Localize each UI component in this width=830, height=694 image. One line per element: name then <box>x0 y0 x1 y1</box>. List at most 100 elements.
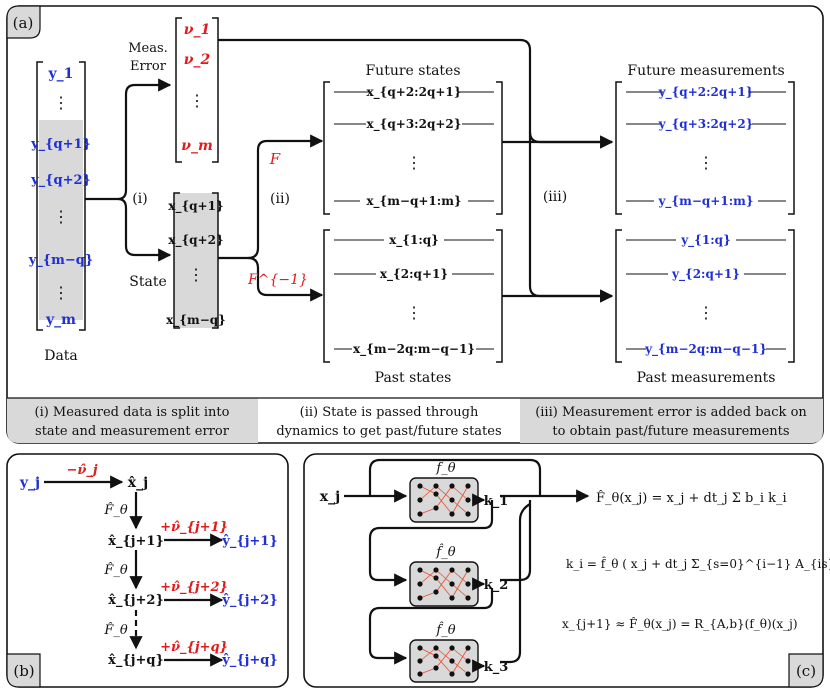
step-iii-label: (iii) <box>543 189 567 205</box>
b-F1: F̂_θ <box>103 502 128 518</box>
c-network-3: f̂_θ <box>409 621 479 683</box>
error-to-future-meas <box>528 131 614 149</box>
caption-i-line1: (i) Measured data is split into <box>35 405 230 420</box>
future-meas-2: y_{q+3:2q+2} <box>658 117 754 132</box>
past-states-matrix: x_{1:q} x_{2:q+1} ⋮ x_{m−2q:m−q−1} <box>323 229 503 363</box>
panel-b: (b) y_j −ν̂_j x̂_j F̂_θ x̂_{j+1} +ν̂_{j+… <box>6 453 289 688</box>
past-state-1: x_{1:q} <box>389 233 439 248</box>
c-k1-to-net2 <box>368 500 494 587</box>
c-fhat-2: f̂_θ <box>435 543 455 560</box>
future-state-dots: ⋮ <box>406 153 422 172</box>
c-k3-line <box>500 503 531 664</box>
b-xhat-j: x̂_j <box>128 475 148 491</box>
panel-c-tag: (c) <box>796 662 816 680</box>
b-plus-nu2: +ν̂_{j+2} <box>160 580 228 595</box>
state-vector: x_{q+1} x_{q+2} ⋮ x_{m−q} <box>166 192 226 329</box>
b-plus-nuq: +ν̂_{j+q} <box>160 640 228 655</box>
arrow-to-state <box>117 197 172 262</box>
c-bypass-xj <box>368 458 542 496</box>
panel-c: (c) x_j f̂_θ k_ <box>303 453 830 688</box>
past-state-dots: ⋮ <box>406 303 422 322</box>
past-state-2: x_{2:q+1} <box>380 267 448 282</box>
meas-label-1: Meas. <box>128 41 168 56</box>
caption-iii-line2: to obtain past/future measurements <box>552 424 789 439</box>
b-minus-nu: −ν̂_j <box>66 463 97 478</box>
future-meas-matrix: y_{q+2:2q+1} y_{q+3:2q+2} ⋮ y_{m−q+1:m} <box>615 81 795 215</box>
data-y1: y_1 <box>48 66 74 82</box>
future-meas-1: y_{q+2:2q+1} <box>658 85 754 100</box>
future-state-1: x_{q+2:2q+1} <box>367 85 462 100</box>
data-vector: y_1 ⋮ y_{q+1} y_{q+2} ⋮ y_{m−q} ⋮ y_m <box>28 61 94 331</box>
c-k1: k_1 <box>484 494 509 509</box>
data-dots-3: ⋮ <box>53 283 69 302</box>
b-xhat-j2: x̂_{j+2} <box>108 593 164 608</box>
state-xq1: x_{q+1} <box>168 199 223 214</box>
future-meas-last: y_{m−q+1:m} <box>657 194 753 209</box>
past-state-last: x_{m−2q:m−q−1} <box>353 342 475 357</box>
data-ym: y_m <box>45 312 76 328</box>
c-k2-to-net3 <box>368 588 494 665</box>
state-label: State <box>129 274 166 290</box>
c-fhat-3: f̂_θ <box>435 621 455 638</box>
c-eq1: F̂_θ(x_j) = x_j + dt_j Σ b_i k_i <box>596 490 787 506</box>
past-meas-1: y_{1:q} <box>680 233 731 248</box>
b-xhat-j1: x̂_{j+1} <box>108 534 164 549</box>
error-vector: ν_1 ν_2 ⋮ ν_m <box>175 17 219 163</box>
caption-strip: (i) Measured data is split into state an… <box>7 397 823 443</box>
future-meas-dots: ⋮ <box>698 153 714 172</box>
future-state-last: x_{m−q+1:m} <box>366 194 461 209</box>
step-i-label: (i) <box>132 191 147 207</box>
b-yhat-j2: ŷ_{j+2} <box>221 593 277 608</box>
F-label: F <box>269 150 281 168</box>
data-yq1: y_{q+1} <box>30 137 91 152</box>
b-yhat-j1: ŷ_{j+1} <box>221 534 277 549</box>
past-meas-matrix: y_{1:q} y_{2:q+1} ⋮ y_{m−2q:m−q−1} <box>615 229 795 363</box>
nu-m: ν_m <box>181 138 213 154</box>
b-yhat-jq: ŷ_{j+q} <box>221 653 277 668</box>
b-plus-nu1: +ν̂_{j+1} <box>160 520 228 535</box>
c-eq3: x_{j+1} ≈ F̂_θ(x_j) = R_{A,b}(f_θ)(x_j) <box>562 616 798 631</box>
c-fhat-1: f̂_θ <box>435 459 455 476</box>
arrow-to-error <box>85 78 172 201</box>
past-meas-label: Past measurements <box>637 370 776 386</box>
nu-1: ν_1 <box>184 22 210 38</box>
state-xmq: x_{m−q} <box>166 313 226 328</box>
data-yq2: y_{q+2} <box>30 173 91 188</box>
b-yj: y_j <box>19 475 40 491</box>
caption-ii-line2: dynamics to get past/future states <box>276 424 501 439</box>
panel-a: (a) y_1 ⋮ y_{q+1} y_{q+2} ⋮ y_{m−q} ⋮ y_… <box>6 5 824 444</box>
future-state-2: x_{q+3:2q+2} <box>367 117 462 132</box>
caption-i-line2: state and measurement error <box>35 424 230 439</box>
past-meas-last: y_{m−2q:m−q−1} <box>644 342 767 357</box>
data-dots-1: ⋮ <box>53 93 69 112</box>
future-states-label: Future states <box>365 63 460 79</box>
b-xhat-jq: x̂_{j+q} <box>108 653 164 668</box>
data-dots-2: ⋮ <box>53 207 69 226</box>
c-k3: k_3 <box>484 660 509 675</box>
step-ii-label: (ii) <box>270 191 290 207</box>
caption-iii-line1: (iii) Measurement error is added back on <box>535 405 807 420</box>
state-xq2: x_{q+2} <box>168 233 223 248</box>
c-k2: k_2 <box>484 578 509 593</box>
future-meas-label: Future measurements <box>627 63 784 79</box>
c-k2-line <box>500 500 532 582</box>
b-F3: F̂_θ <box>103 622 128 638</box>
b-F2: F̂_θ <box>103 562 128 578</box>
data-ymq: y_{m−q} <box>28 253 94 268</box>
meas-label-2: Error <box>130 59 167 74</box>
arrow-to-past <box>247 256 324 302</box>
c-network-2: f̂_θ <box>409 543 479 607</box>
nu-dots: ⋮ <box>189 91 205 110</box>
past-states-label: Past states <box>375 370 452 386</box>
panel-a-tag: (a) <box>13 14 34 32</box>
caption-ii-line1: (ii) State is passed through <box>300 405 479 420</box>
data-label: Data <box>44 348 78 364</box>
future-states-matrix: x_{q+2:2q+1} x_{q+3:2q+2} ⋮ x_{m−q+1:m} <box>323 81 503 215</box>
F-inv-label: F^{−1} <box>247 272 308 288</box>
c-xj: x_j <box>320 489 340 505</box>
panel-b-tag: (b) <box>13 662 34 680</box>
past-meas-2: y_{2:q+1} <box>671 267 740 282</box>
c-network-1: f̂_θ <box>409 459 479 523</box>
state-dots: ⋮ <box>188 265 204 284</box>
